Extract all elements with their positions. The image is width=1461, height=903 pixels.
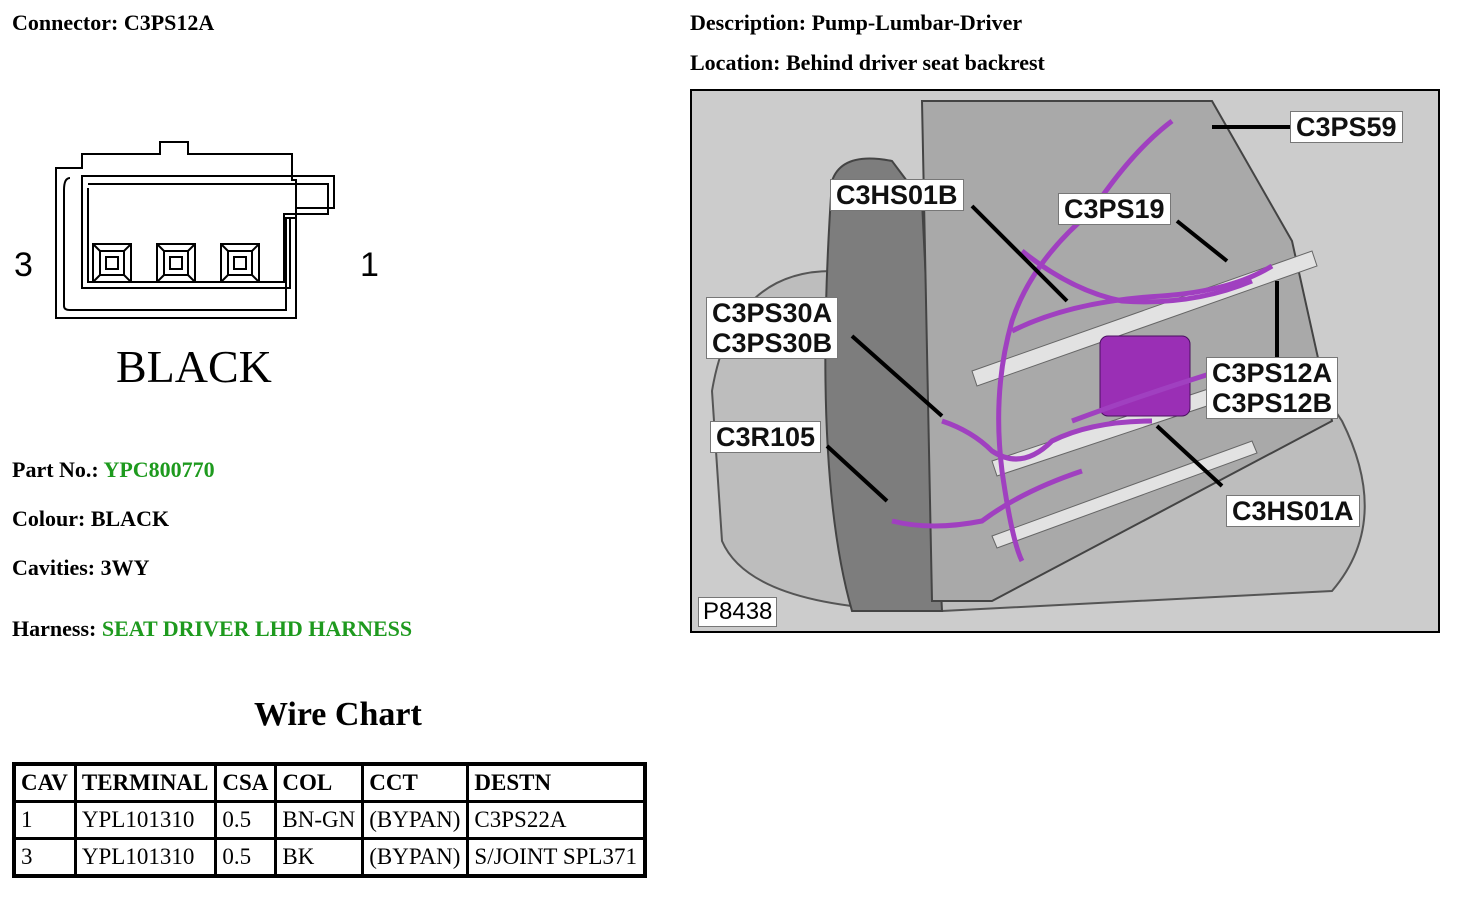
callout-c3r105: C3R105 — [710, 421, 822, 453]
colour-key: Colour: — [12, 506, 86, 531]
wire-chart-col-destn: DESTN — [466, 762, 647, 803]
harness-label: Harness: SEAT DRIVER LHD HARNESS — [12, 616, 412, 642]
connector-face-diagram: 3 1 BLACK — [14, 141, 379, 392]
wire-chart-col-cav: CAV — [12, 762, 77, 803]
colour-value: BLACK — [90, 506, 170, 531]
connector-label-key: Connector: — [12, 10, 119, 35]
harness-link[interactable]: SEAT DRIVER LHD HARNESS — [101, 616, 413, 641]
cavities-key: Cavities: — [12, 555, 96, 580]
connector-colour-text: BLACK — [116, 341, 272, 392]
wire-chart-cell-terminal: YPL101310 — [73, 837, 218, 878]
cavities-value: 3WY — [100, 555, 150, 580]
colour-label: Colour: BLACK — [12, 506, 169, 532]
connector-id: C3PS12A — [123, 10, 215, 35]
callout-c3ps19: C3PS19 — [1058, 193, 1171, 225]
callout-c3ps12: C3PS12A C3PS12B — [1206, 357, 1339, 419]
wire-chart-cell-cct: (BYPAN) — [361, 800, 470, 840]
description-value: Pump-Lumbar-Driver — [811, 10, 1023, 35]
location-value: Behind driver seat backrest — [785, 50, 1045, 75]
pin-label-left: 3 — [14, 246, 33, 284]
connector-label: Connector: C3PS12A — [12, 10, 214, 36]
wire-chart-cell-cav: 1 — [12, 800, 77, 840]
wire-chart-title: Wire Chart — [254, 696, 422, 733]
wire-chart-col-terminal: TERMINAL — [73, 762, 218, 803]
figure-id: P8438 — [698, 597, 778, 627]
description-label-key: Description: — [690, 10, 807, 35]
description-label: Description: Pump-Lumbar-Driver — [690, 10, 1022, 36]
wire-chart-cell-terminal: YPL101310 — [73, 800, 218, 840]
wire-chart-cell-destn: C3PS22A — [466, 800, 647, 840]
location-label-key: Location: — [690, 50, 781, 75]
wire-chart-col-col: COL — [274, 762, 365, 803]
seat-illustration — [692, 91, 1438, 631]
callout-c3ps30: C3PS30A C3PS30B — [706, 297, 839, 359]
wire-chart-cell-col: BN-GN — [274, 800, 365, 840]
wire-chart-cell-col: BK — [274, 837, 365, 878]
location-photo: C3PS59 C3HS01B C3PS19 C3PS30A C3PS30B C3… — [690, 89, 1440, 633]
wire-chart-cell-csa: 0.5 — [214, 837, 278, 878]
wire-chart-cell-destn: S/JOINT SPL371 — [466, 837, 647, 878]
wire-chart-cell-csa: 0.5 — [214, 800, 278, 840]
part-number-link[interactable]: YPC800770 — [103, 457, 215, 482]
location-label: Location: Behind driver seat backrest — [690, 50, 1045, 76]
callout-c3hs01b: C3HS01B — [830, 179, 964, 211]
cavities-label: Cavities: 3WY — [12, 555, 149, 581]
callout-c3hs01a: C3HS01A — [1226, 495, 1360, 527]
callout-c3ps59: C3PS59 — [1290, 111, 1403, 143]
wire-chart-cell-cav: 3 — [12, 837, 77, 878]
pin-label-right: 1 — [360, 246, 379, 284]
part-number-key: Part No.: — [12, 457, 99, 482]
harness-key: Harness: — [12, 616, 97, 641]
part-number-label: Part No.: YPC800770 — [12, 457, 215, 483]
callout-arrows — [825, 125, 1292, 503]
wire-chart-col-cct: CCT — [361, 762, 470, 803]
wire-chart-cell-cct: (BYPAN) — [361, 837, 470, 878]
wire-chart-col-csa: CSA — [214, 762, 278, 803]
